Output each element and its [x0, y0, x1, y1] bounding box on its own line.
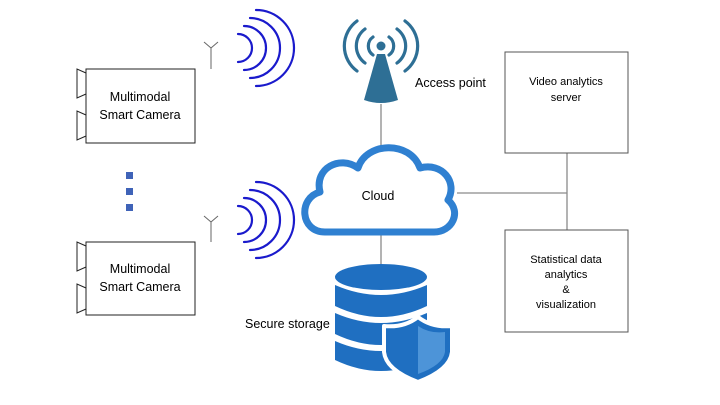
- camera-2: Multimodal Smart Camera: [76, 180, 296, 316]
- access-point-icon: [342, 19, 420, 103]
- access-point: Access point: [342, 19, 486, 103]
- ellipsis-dots: [126, 172, 133, 211]
- video-analytics-server: Video analytics server: [504, 51, 629, 154]
- wifi-signal-icon: [236, 180, 296, 260]
- camera-label-line2: Smart Camera: [99, 280, 180, 294]
- camera-label-line1: Multimodal: [110, 262, 170, 276]
- antenna-icon: [203, 215, 219, 242]
- access-point-label: Access point: [415, 76, 486, 90]
- storage-label: Secure storage: [245, 317, 330, 331]
- cloud-label: Cloud: [362, 189, 395, 203]
- camera-label-line2: Smart Camera: [99, 108, 180, 122]
- wifi-signal-icon: [236, 8, 296, 88]
- camera-icon: [76, 241, 196, 316]
- stats-box: [504, 229, 629, 333]
- stats-label-line1: Statistical data: [530, 254, 602, 266]
- camera-label-line1: Multimodal: [110, 90, 170, 104]
- video-server-box: [504, 51, 629, 154]
- camera-icon: [76, 68, 196, 144]
- video-server-label-line1: Video analytics: [529, 76, 603, 88]
- camera-1: Multimodal Smart Camera: [76, 8, 296, 144]
- video-server-label-line2: server: [551, 92, 582, 104]
- statistical-analytics: Statistical data analytics & visualizati…: [504, 229, 629, 333]
- antenna-icon: [203, 41, 219, 69]
- connections: [380, 104, 568, 264]
- stats-label-line2: analytics: [545, 269, 588, 281]
- cloud-icon: [301, 144, 458, 236]
- secure-storage: Secure storage: [245, 264, 454, 384]
- shield-icon: [382, 315, 454, 384]
- cloud: Cloud: [301, 144, 458, 236]
- stats-label-line3: &: [562, 284, 570, 296]
- stats-label-line4: visualization: [536, 299, 596, 311]
